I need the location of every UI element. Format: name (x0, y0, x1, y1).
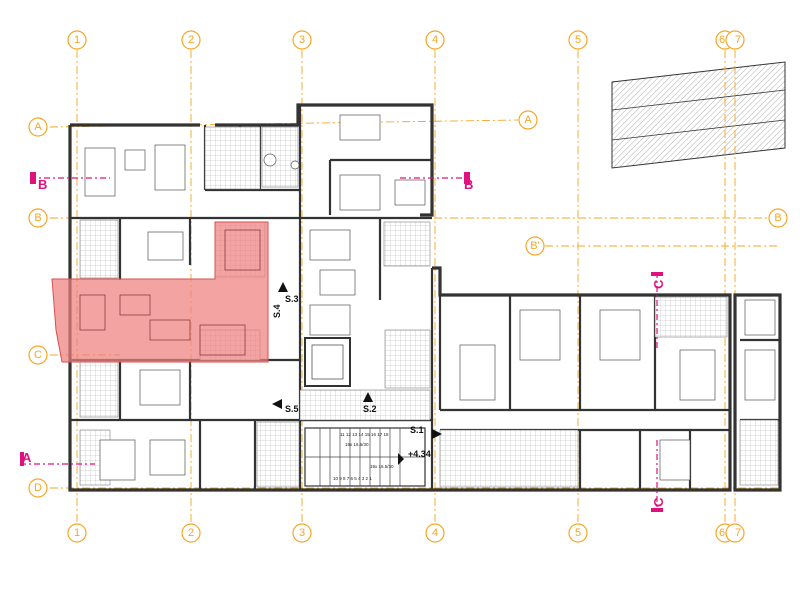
axis-4-bottom: 4 (432, 527, 438, 539)
axis-c-left: C (34, 349, 42, 361)
axis-4-top: 4 (432, 34, 438, 46)
hatched-roof-element (611, 61, 786, 169)
axis-a-left: A (34, 121, 42, 133)
stair-labels: S.3 S.4 S.2 S.5 S.1 +4.34 (272, 282, 442, 465)
building-walls (68, 103, 782, 492)
axis-7-top: 7 (735, 34, 741, 46)
stair-label-s3: S.3 (285, 294, 299, 304)
axis-2-top: 2 (188, 34, 194, 46)
axis-7-bottom: 7 (735, 527, 741, 539)
stair-label-s1: S.1 (410, 425, 424, 435)
axis-3-top: 3 (299, 34, 305, 46)
stair-core: 11 12 13 14 15 16 17 18 19x 16.5/30 19x … (304, 337, 426, 487)
axis-1-bottom: 1 (74, 527, 80, 539)
stair-count-lower: 10 9 8 7 6 5 4 3 2 1 (333, 476, 372, 481)
axis-5-top: 5 (575, 34, 581, 46)
cut-label-b-right: B (464, 177, 473, 192)
axis-bubbles-bottom: 1 2 3 4 5 6 7 (67, 523, 745, 543)
section-cut-a: A (20, 450, 95, 466)
cut-label-c-bottom: C (651, 497, 666, 507)
cut-label-b-left: B (38, 177, 47, 192)
axis-bubbles-side: A A B B B' C D (28, 110, 788, 498)
axis-b-prime: B' (530, 240, 539, 252)
axis-b-left: B (34, 212, 41, 224)
axis-5-bottom: 5 (575, 527, 581, 539)
cut-label-a: A (22, 450, 32, 465)
axis-a-right: A (524, 114, 532, 126)
highlighted-apartment-furniture (79, 229, 261, 356)
axis-2-bottom: 2 (188, 527, 194, 539)
level-mark: +4.34 (408, 449, 431, 459)
axis-1-top: 1 (74, 34, 80, 46)
axis-bubbles-top: 1 2 3 4 5 6 7 (67, 30, 745, 50)
stair-label-s2: S.2 (363, 404, 377, 414)
highlighted-apartment (51, 221, 269, 363)
axis-6-top: 6 (719, 34, 725, 46)
axis-d-left: D (34, 482, 42, 494)
section-cut-c: C C (651, 272, 666, 512)
stair-count-upper: 11 12 13 14 15 16 17 18 (340, 432, 389, 437)
stair-label-s5: S.5 (285, 404, 299, 414)
axis-3-bottom: 3 (299, 527, 305, 539)
stair-label-s4: S.4 (272, 304, 282, 318)
stair-run-lower: 19x 16.5/30 (370, 464, 394, 469)
section-cut-b: B B (30, 172, 473, 192)
axis-6-bottom: 6 (719, 527, 725, 539)
furniture (84, 114, 776, 481)
axis-b-right: B (774, 212, 781, 224)
stair-run-upper: 19x 16.5/30 (345, 442, 369, 447)
cut-label-c-top: C (651, 279, 666, 289)
stair-treads (305, 428, 425, 486)
